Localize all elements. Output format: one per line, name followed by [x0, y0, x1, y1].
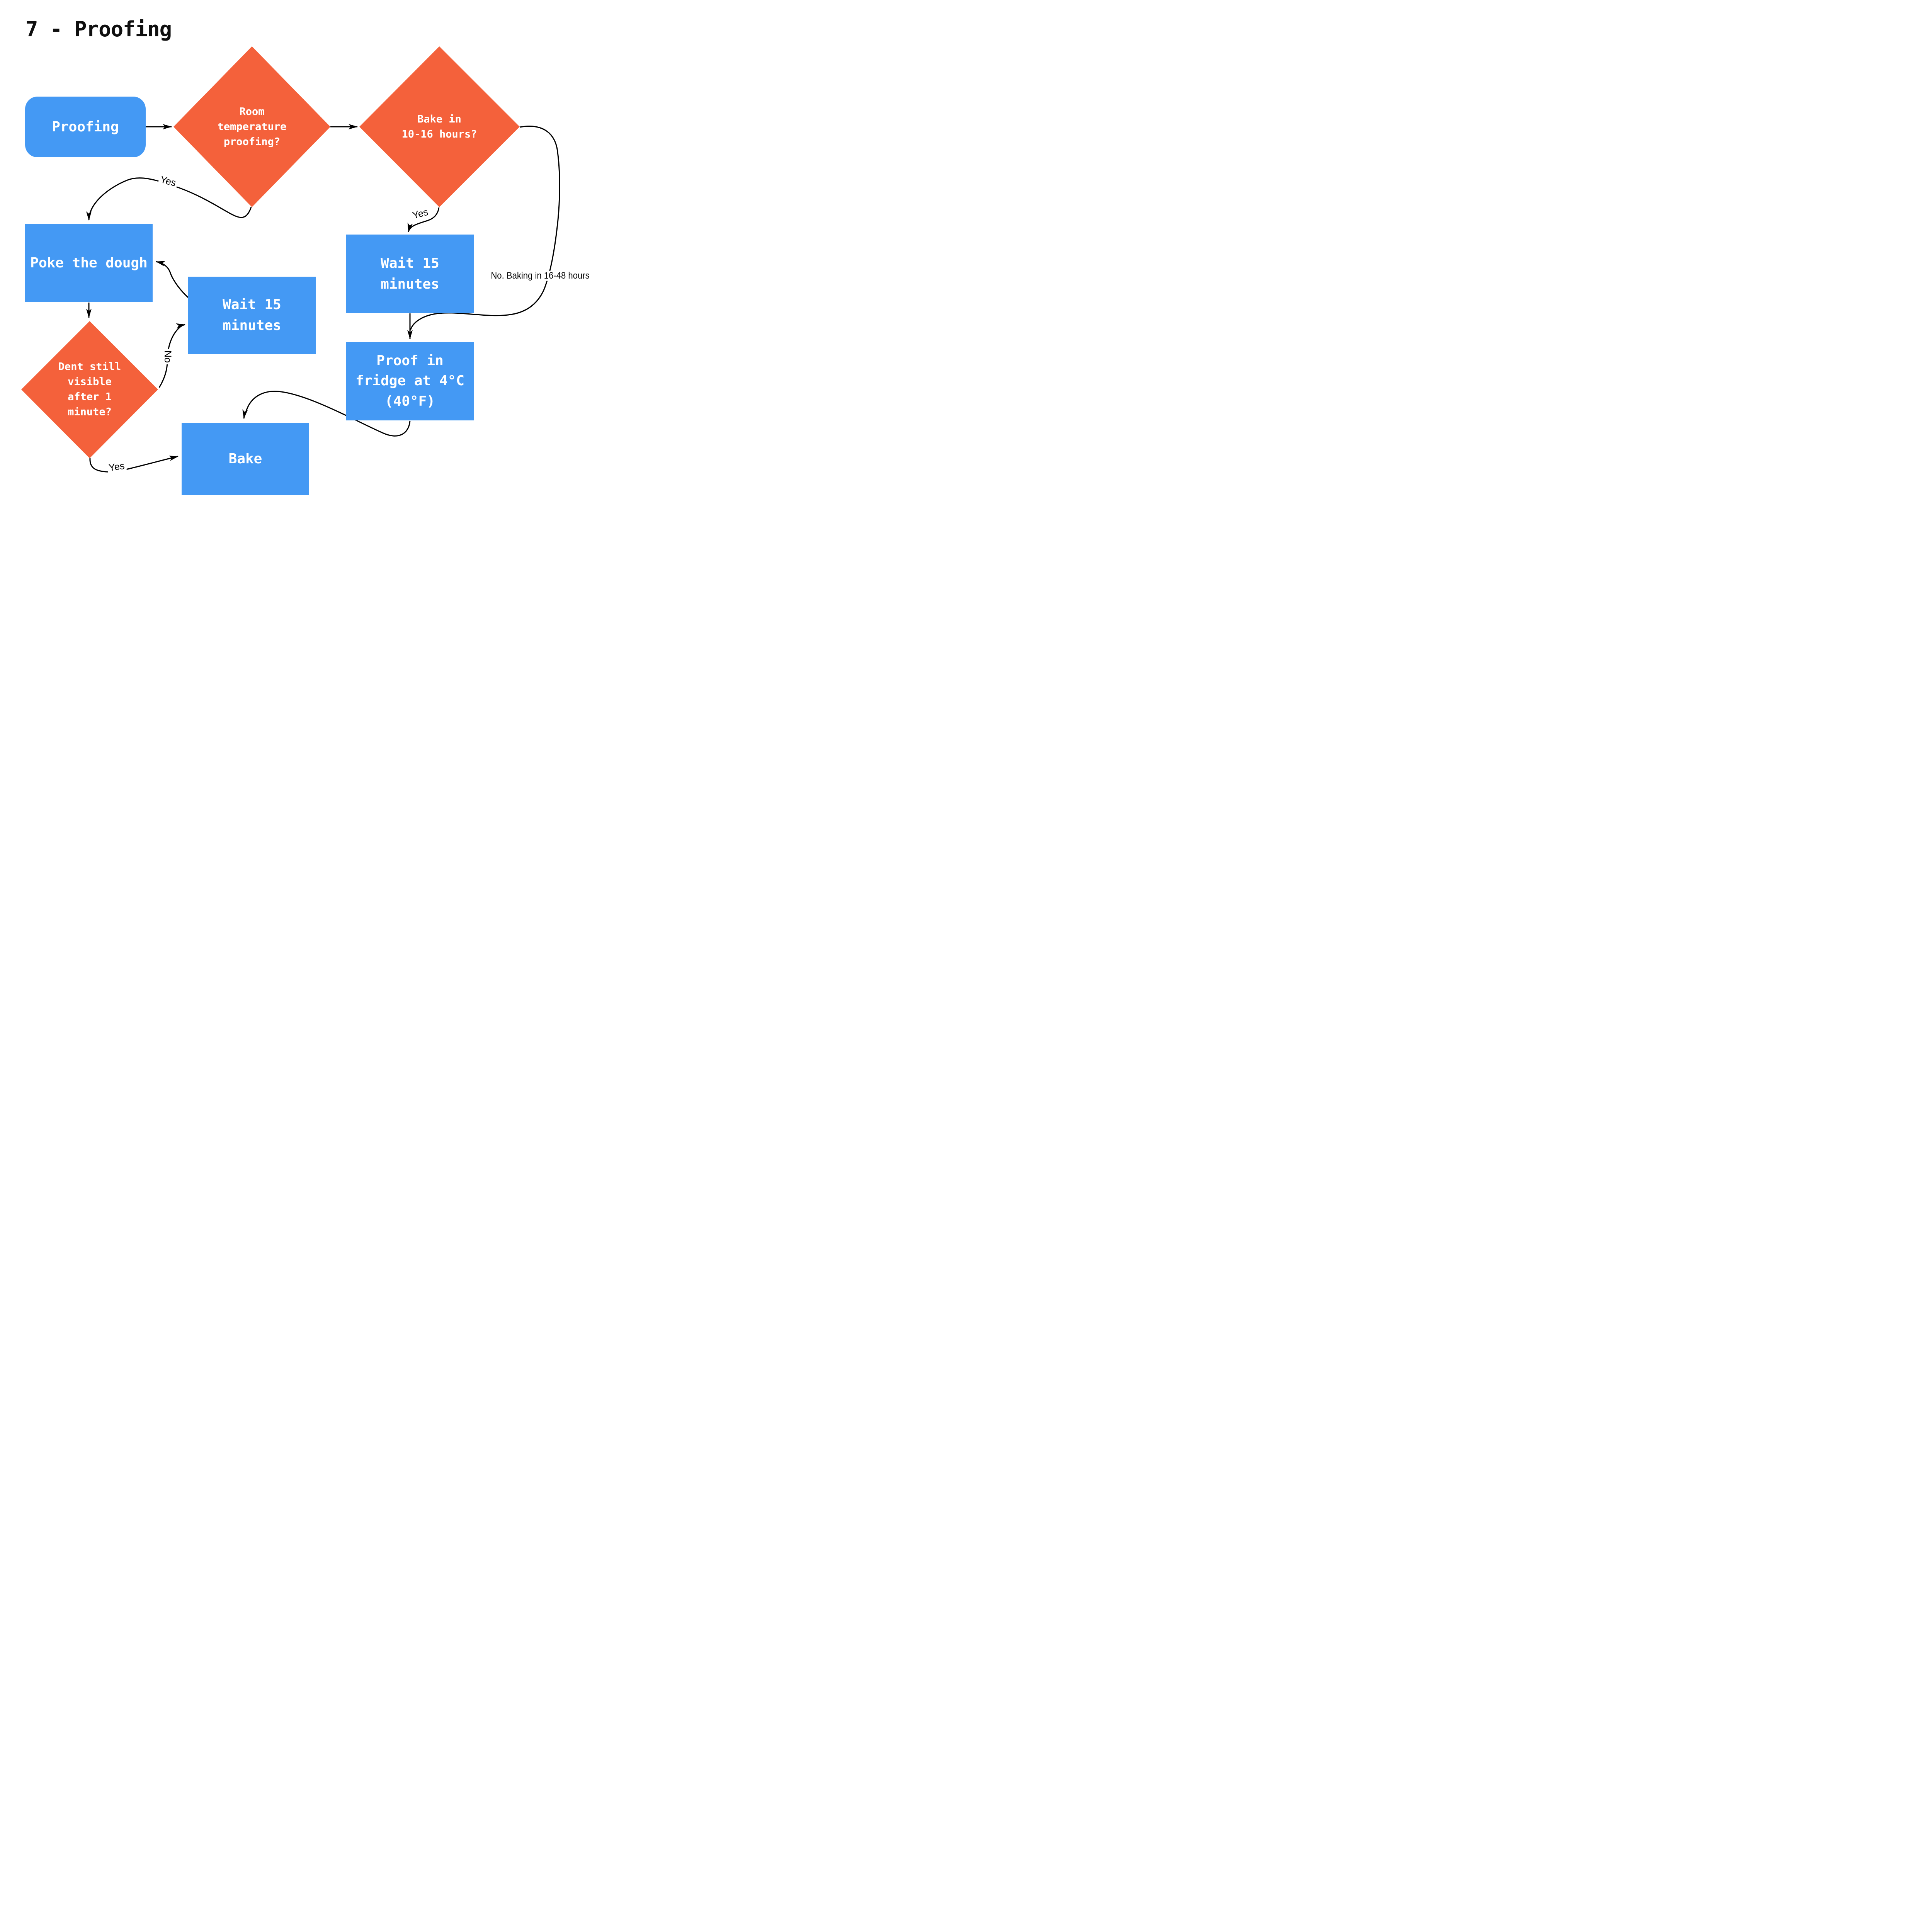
edge-dent-no-to-wait-left — [158, 323, 185, 388]
edge-dent-yes-to-bake — [89, 456, 179, 473]
node-proof-in-fridge: Proof in fridge at 4°C (40°F) — [346, 342, 474, 420]
edge-label-no-dent: No — [162, 349, 173, 364]
node-proofing-start: Proofing — [25, 97, 146, 157]
node-wait-15-minutes-left: Wait 15 minutes — [188, 277, 316, 354]
edge-proof-fridge-to-bake — [242, 391, 411, 437]
dent-visible-diamond — [21, 321, 158, 458]
bake-10-16-diamond — [359, 46, 520, 207]
edge-label-no-baking-16-48: No. Baking in 16-48 hours — [489, 270, 591, 281]
node-wait-15-minutes-right: Wait 15 minutes — [346, 235, 474, 313]
page-title: 7 - Proofing — [26, 17, 172, 41]
node-poke-the-dough: Poke the dough — [25, 224, 153, 302]
edge-layer — [21, 46, 560, 473]
edge-wait-left-to-poke — [156, 261, 189, 298]
edge-bake-10-16-yes-to-wait-right — [407, 207, 440, 232]
flowchart-canvas: 7 - Proofing Proofing Poke the dough Wai… — [0, 0, 597, 495]
room-temp-diamond — [173, 46, 330, 207]
node-bake: Bake — [182, 423, 309, 495]
